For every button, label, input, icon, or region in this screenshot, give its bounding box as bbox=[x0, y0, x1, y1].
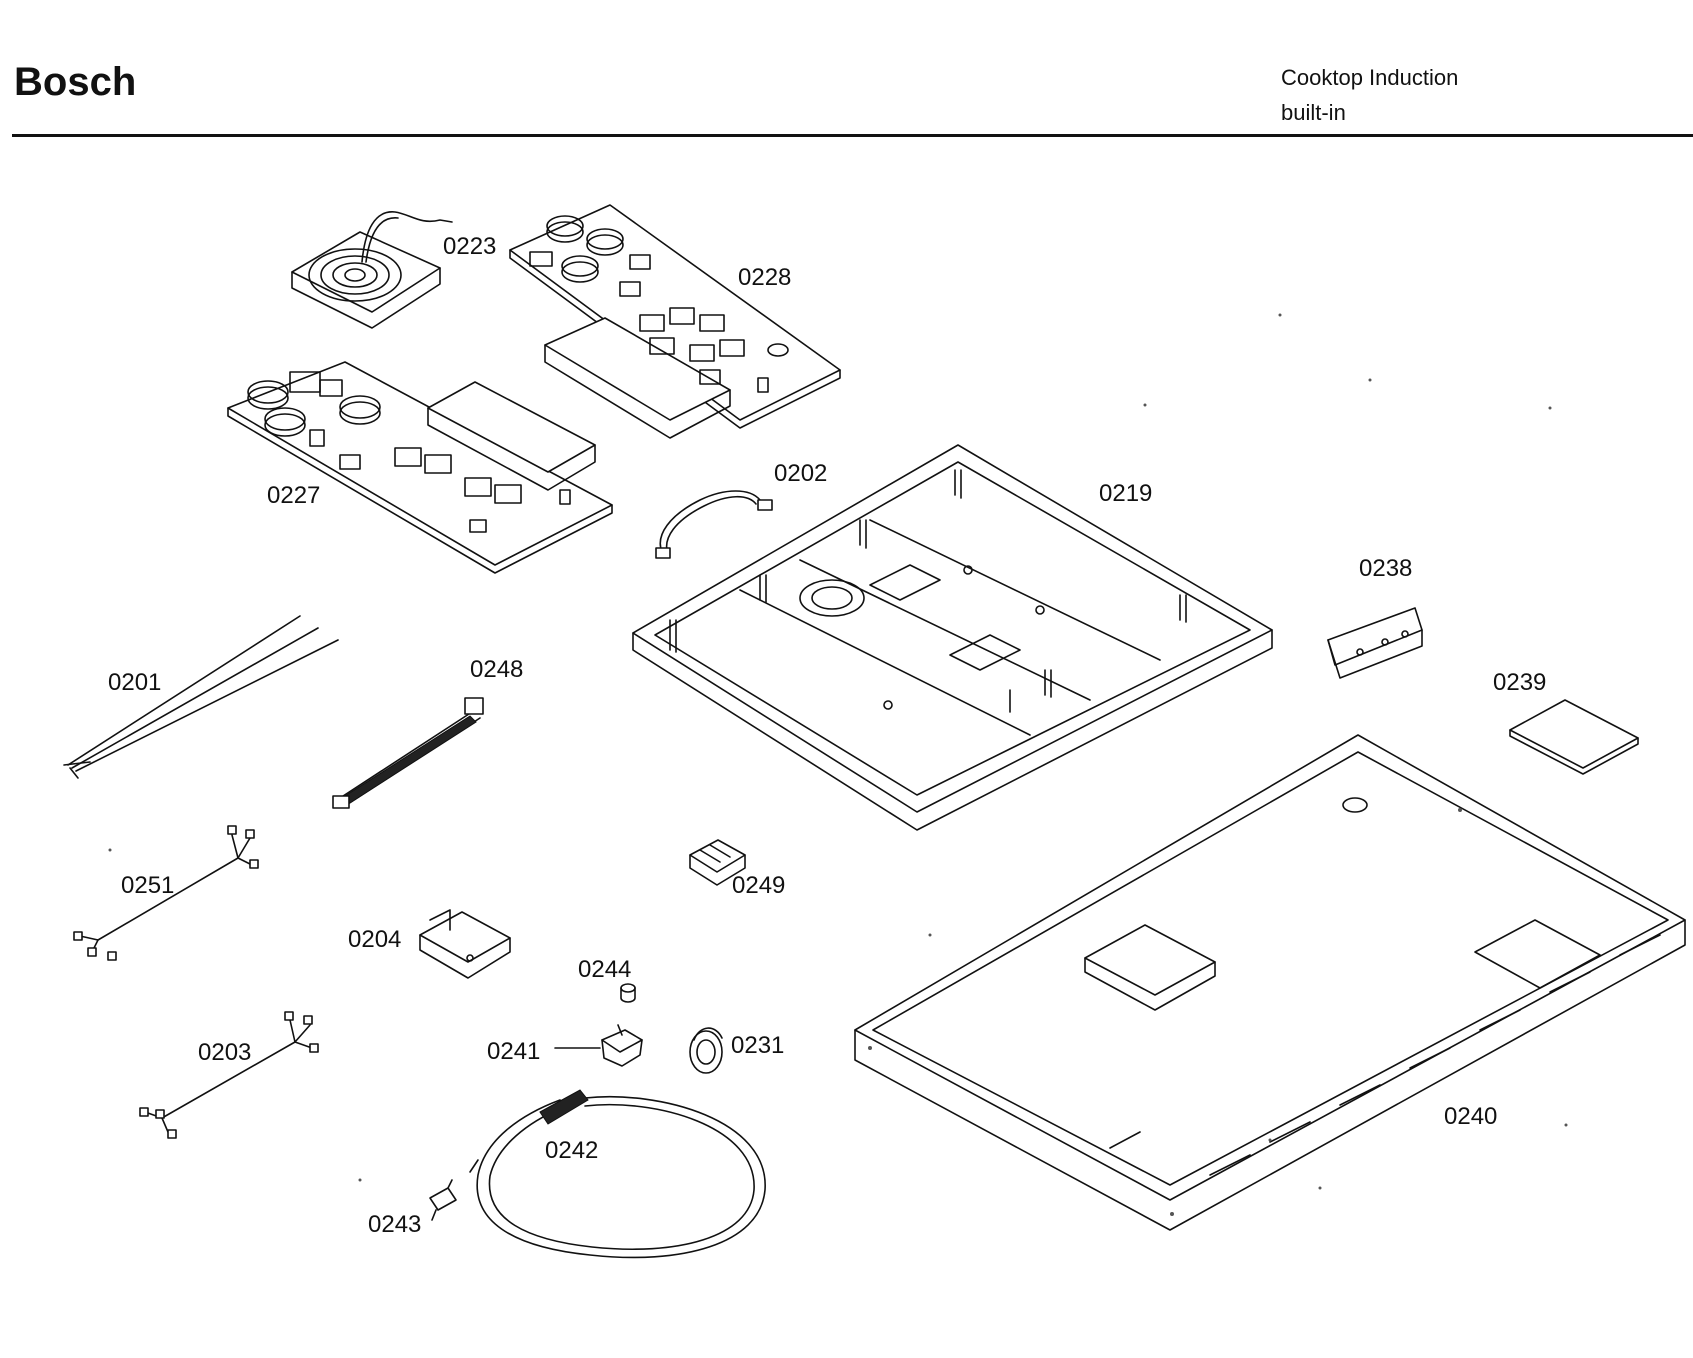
part-0202-cable[interactable] bbox=[655, 490, 773, 559]
label-0228: 0228 bbox=[738, 264, 791, 291]
label-0251: 0251 bbox=[121, 872, 174, 899]
label-0202: 0202 bbox=[774, 460, 827, 487]
header-divider bbox=[12, 134, 1693, 137]
part-0243-plug[interactable] bbox=[429, 1179, 457, 1221]
label-0203: 0203 bbox=[198, 1039, 251, 1066]
product-line-1: Cooktop Induction bbox=[1281, 65, 1459, 90]
part-0203-wire-harness[interactable] bbox=[139, 1011, 319, 1139]
part-0204-mounting-bracket[interactable] bbox=[419, 909, 511, 979]
label-0249: 0249 bbox=[732, 872, 785, 899]
part-0219-housing-tray[interactable] bbox=[632, 444, 1273, 831]
part-0223-fan[interactable] bbox=[291, 211, 453, 329]
label-0204: 0204 bbox=[348, 926, 401, 953]
brand-title: Bosch bbox=[14, 60, 137, 104]
label-0244: 0244 bbox=[578, 956, 631, 983]
label-0248: 0248 bbox=[470, 656, 523, 683]
label-0242: 0242 bbox=[545, 1137, 598, 1164]
label-0227: 0227 bbox=[267, 482, 320, 509]
label-0243: 0243 bbox=[368, 1211, 421, 1238]
part-0228-power-board[interactable] bbox=[509, 204, 841, 439]
part-0241-switch[interactable] bbox=[554, 1024, 643, 1067]
part-0201-wires[interactable] bbox=[63, 615, 339, 779]
label-0219: 0219 bbox=[1099, 480, 1152, 507]
part-0244-knob[interactable] bbox=[620, 983, 636, 1003]
label-0201: 0201 bbox=[108, 669, 161, 696]
part-0231-ring[interactable] bbox=[689, 1027, 723, 1074]
label-0239: 0239 bbox=[1493, 669, 1546, 696]
part-0227-power-board[interactable] bbox=[227, 361, 613, 574]
part-0239-plate[interactable] bbox=[1509, 699, 1639, 775]
label-0231: 0231 bbox=[731, 1032, 784, 1059]
part-0240-base-pan[interactable] bbox=[854, 734, 1686, 1231]
label-0238: 0238 bbox=[1359, 555, 1412, 582]
product-line-2: built-in bbox=[1281, 100, 1346, 125]
part-labels: 0223 0228 0227 0202 0219 0238 0201 0248 … bbox=[108, 233, 1546, 1238]
part-0248-ribbon-cable[interactable] bbox=[332, 697, 484, 809]
label-0240: 0240 bbox=[1444, 1103, 1497, 1130]
part-0238-bracket[interactable] bbox=[1327, 607, 1423, 679]
part-0251-wire-harness[interactable] bbox=[73, 825, 259, 961]
part-0242-power-cord[interactable] bbox=[469, 1089, 766, 1259]
label-0241: 0241 bbox=[487, 1038, 540, 1065]
scan-specks bbox=[108, 313, 1568, 1190]
label-0223: 0223 bbox=[443, 233, 496, 260]
part-0249-connector[interactable] bbox=[689, 839, 746, 886]
product-description: Cooktop Induction built-in bbox=[1281, 60, 1458, 130]
